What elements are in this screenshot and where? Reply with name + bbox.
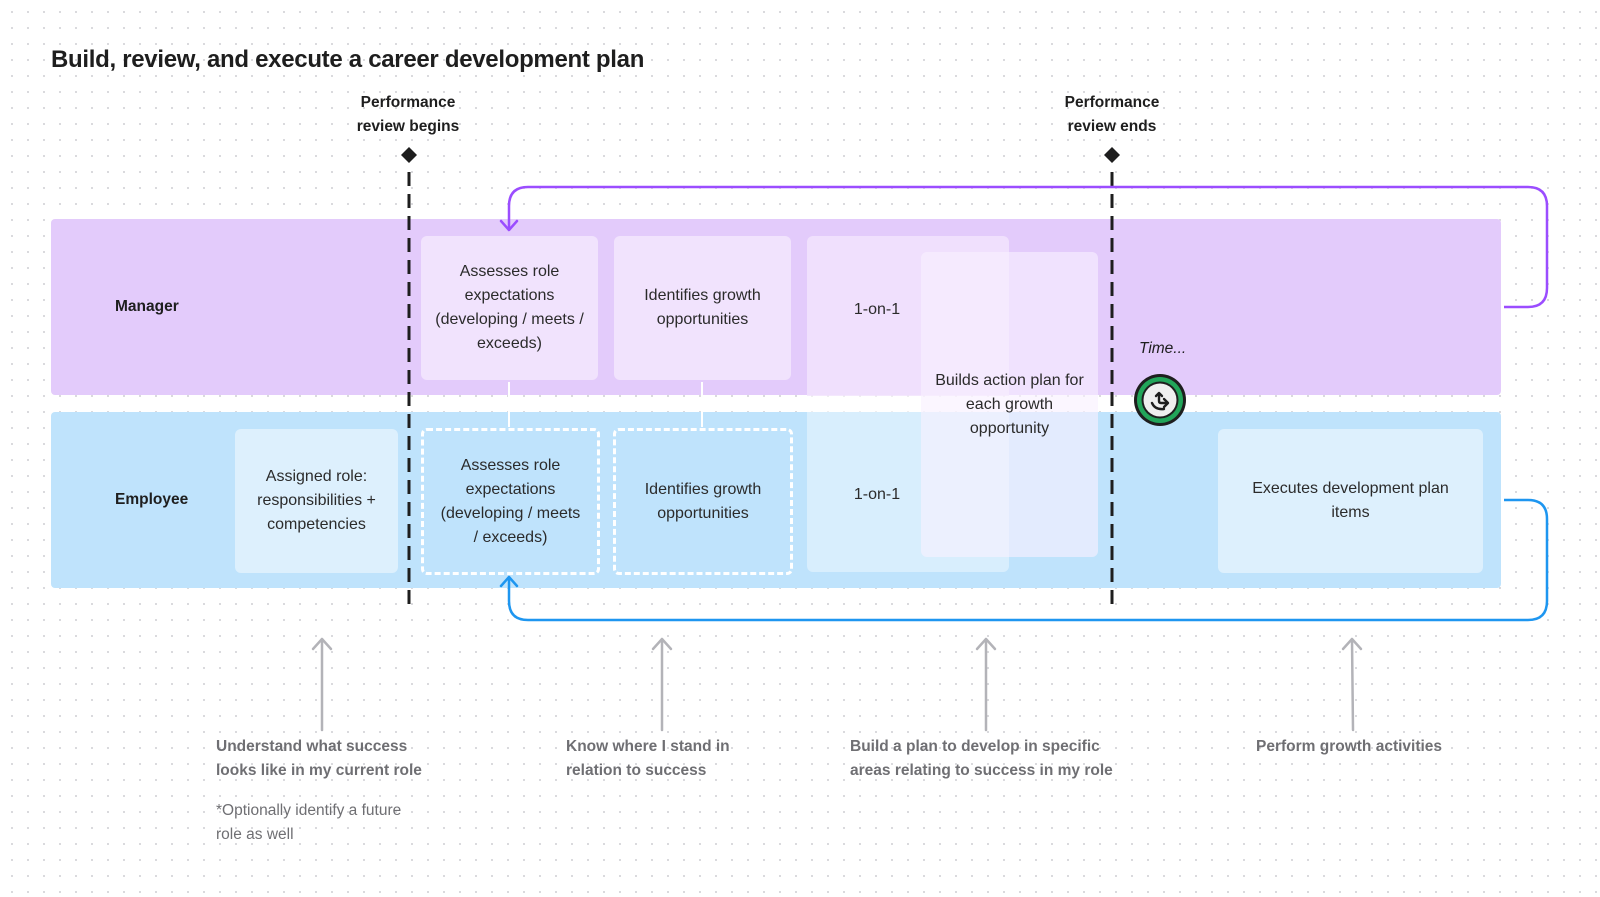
footnote-line: role as well	[216, 826, 294, 843]
outcome-build-plan: Build a plan to develop in specific area…	[850, 735, 1113, 783]
manager-lane-label: Manager	[115, 298, 179, 315]
shared-card-action-plan[interactable]: Builds action plan for each growth oppor…	[921, 252, 1098, 557]
timer-icon[interactable]	[1132, 372, 1188, 428]
employee-card-assess-role[interactable]: Assesses role expectations (developing /…	[421, 428, 600, 575]
footnote-future-role: *Optionally identify a future role as we…	[216, 799, 401, 847]
manager-card-assess-role[interactable]: Assesses role expectations (developing /…	[421, 236, 598, 380]
connector-line	[508, 382, 510, 427]
diagram-title: Build, review, and execute a career deve…	[51, 46, 645, 73]
manager-card-growth-opportunities[interactable]: Identifies growth opportunities	[614, 236, 791, 380]
outcome-line: areas relating to success in my role	[850, 762, 1113, 779]
employee-card-growth-opportunities[interactable]: Identifies growth opportunities	[613, 428, 793, 575]
outcome-perform-growth: Perform growth activities	[1256, 735, 1442, 759]
milestone-review-ends-label: Performance review ends	[1032, 91, 1192, 139]
arrow-up-icon	[1341, 637, 1363, 651]
time-label: Time...	[1139, 340, 1187, 357]
milestone-label-line: review ends	[1067, 118, 1157, 135]
milestone-review-begins-label: Performance review begins	[328, 91, 488, 139]
arrow-up-icon	[651, 637, 673, 651]
milestone-diamond-icon	[401, 147, 417, 163]
outcome-line: Perform growth activities	[1256, 738, 1443, 755]
connector-line	[701, 382, 703, 427]
milestone-label-line: review begins	[356, 118, 460, 135]
employee-card-execute-plan[interactable]: Executes development plan items	[1218, 429, 1483, 573]
milestone-label-line: Performance	[360, 94, 456, 111]
outcome-understand-success: Understand what success looks like in my…	[216, 735, 422, 783]
outcome-know-where-i-stand: Know where I stand in relation to succes…	[566, 735, 730, 783]
arrow-up-icon	[975, 637, 997, 651]
outcome-line: looks like in my current role	[216, 762, 422, 779]
employee-lane-label: Employee	[115, 491, 189, 508]
milestone-diamond-icon	[1104, 147, 1120, 163]
outcome-arrow-line	[1350, 638, 1355, 732]
outcome-line: Build a plan to develop in specific	[850, 738, 1100, 755]
outcome-line: Understand what success	[216, 738, 408, 755]
outcome-line: relation to success	[566, 762, 707, 779]
employee-card-assigned-role[interactable]: Assigned role: responsibilities + compet…	[235, 429, 398, 573]
footnote-line: *Optionally identify a future	[216, 802, 402, 819]
milestone-label-line: Performance	[1064, 94, 1160, 111]
arrow-up-icon	[311, 637, 333, 651]
outcome-line: Know where I stand in	[566, 738, 730, 755]
